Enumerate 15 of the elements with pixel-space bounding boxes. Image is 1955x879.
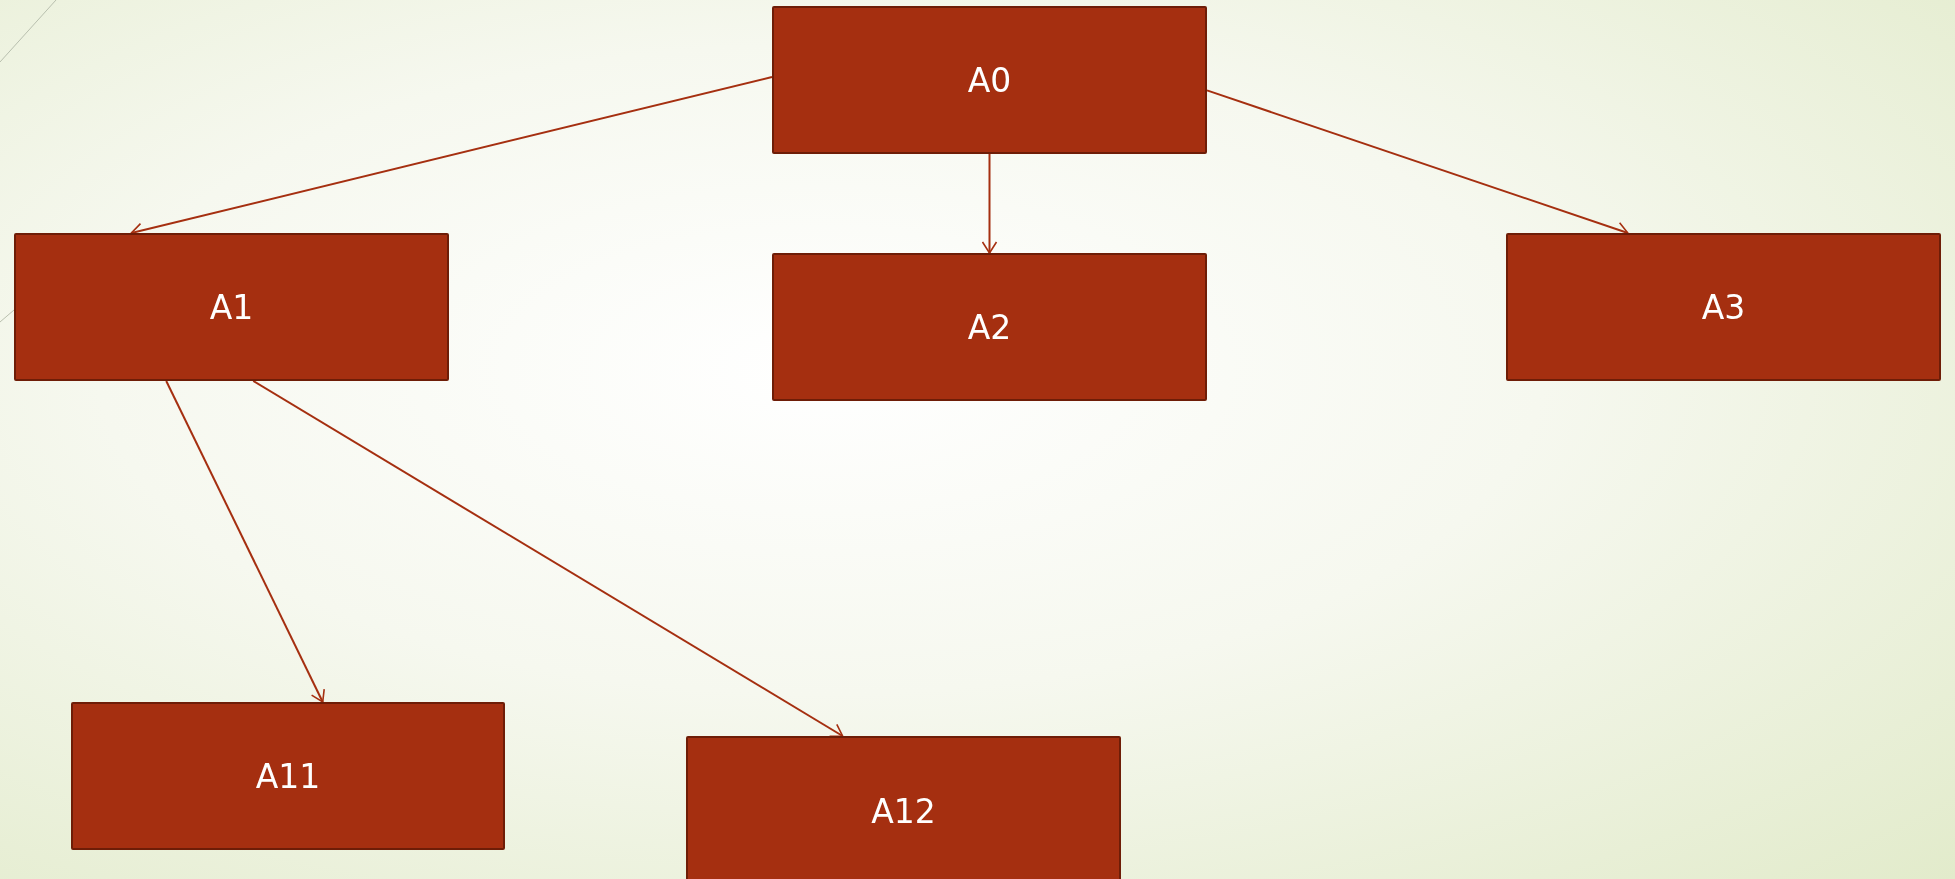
box-label: A12 bbox=[871, 791, 936, 831]
process-box bbox=[14, 233, 449, 381]
process-box bbox=[686, 736, 1121, 879]
process-box bbox=[1506, 233, 1941, 381]
arrow bbox=[165, 380, 325, 703]
box-label: A1 bbox=[209, 287, 254, 327]
box-label: A0 bbox=[967, 60, 1012, 100]
process-box bbox=[772, 6, 1207, 154]
arrow bbox=[981, 153, 998, 254]
box-label: A2 bbox=[967, 307, 1012, 347]
box-label: A3 bbox=[1701, 287, 1746, 327]
process-box bbox=[71, 702, 505, 850]
arrow bbox=[252, 380, 844, 738]
process-box bbox=[772, 253, 1207, 401]
box-label: A11 bbox=[255, 756, 321, 796]
